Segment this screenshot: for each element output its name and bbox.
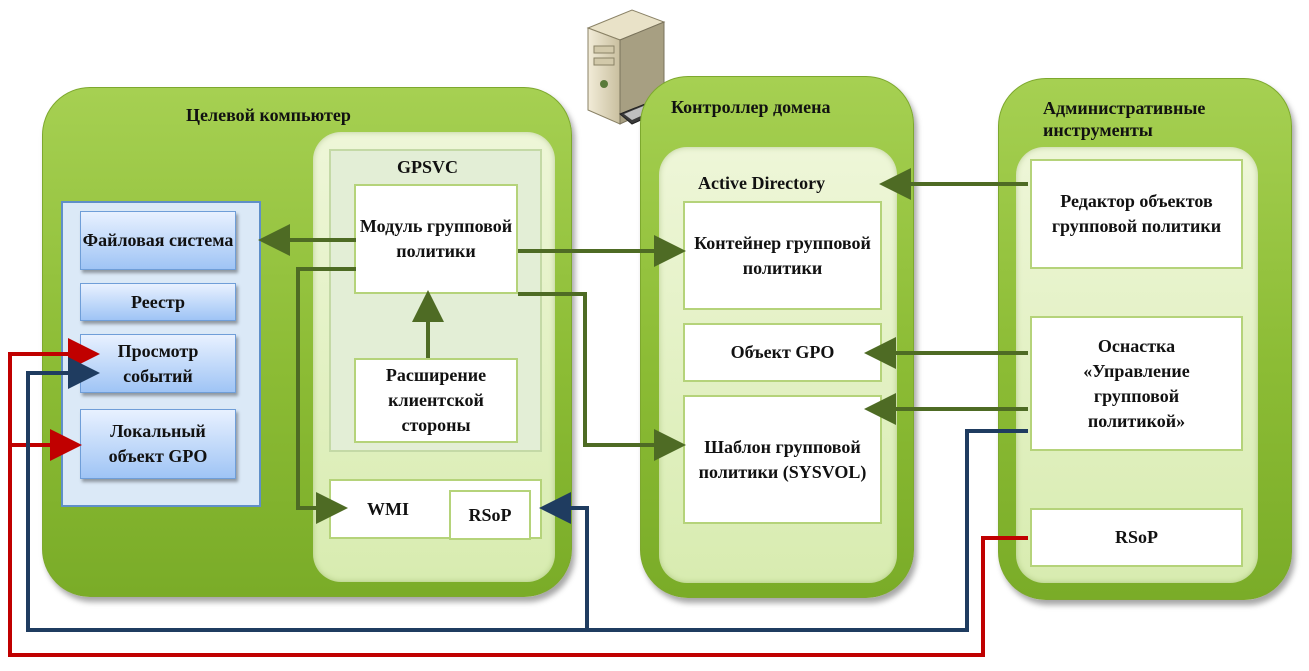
file-system-box[interactable]: Файловая система xyxy=(80,211,236,270)
arrow-module-to-wmi xyxy=(296,267,356,524)
event-viewer-box[interactable]: Просмотр событий xyxy=(80,334,236,393)
gpo-editor-box[interactable]: Редактор объектов групповой политики xyxy=(1030,159,1243,269)
gpsvc-title: GPSVC xyxy=(397,157,459,177)
arrow-module-to-template xyxy=(518,292,686,461)
gp-module-box[interactable]: Модуль групповой политики xyxy=(354,184,518,294)
admin-rsop-box[interactable]: RSoP xyxy=(1030,508,1243,567)
local-gpo-box[interactable]: Локальный объект GPO xyxy=(80,409,236,479)
gp-template-box[interactable]: Шаблон групповой политики (SYSVOL) xyxy=(683,395,882,524)
admin-tools-title: Административные инструменты xyxy=(1043,98,1206,140)
gpmc-snapin-box[interactable]: Оснастка «Управление групповой политикой… xyxy=(1030,316,1243,451)
target-rsop-box[interactable]: RSoP xyxy=(449,490,531,540)
gp-container-box[interactable]: Контейнер групповой политики xyxy=(683,201,882,310)
client-side-extension-box[interactable]: Расширение клиентской стороны xyxy=(354,358,518,443)
active-directory-title: Active Directory xyxy=(698,173,826,193)
gpo-object-box[interactable]: Объект GPO xyxy=(683,323,882,382)
red-line-rsop-to-events xyxy=(8,338,1028,657)
blue-line-snapin-to-events xyxy=(26,357,1028,632)
wmi-label: WMI xyxy=(367,498,409,519)
domain-controller-title: Контроллер домена xyxy=(671,97,831,117)
blue-line-to-target-rsop xyxy=(539,492,589,630)
target-computer-title: Целевой компьютер xyxy=(186,105,351,125)
registry-box[interactable]: Реестр xyxy=(80,283,236,321)
